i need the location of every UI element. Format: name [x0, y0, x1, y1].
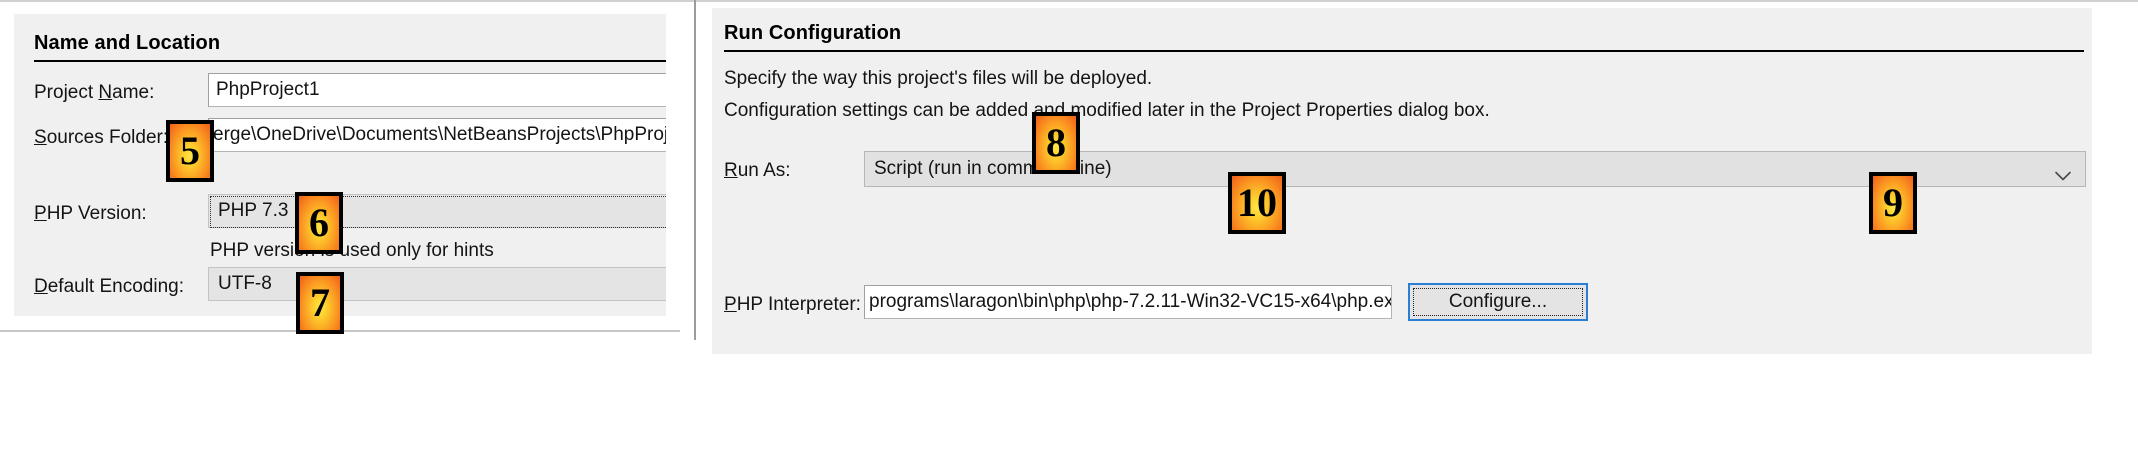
php-interpreter-input[interactable]: programs\laragon\bin\php\php-7.2.11-Win3… — [864, 285, 1392, 319]
php-version-label: PHP Version: — [34, 203, 147, 224]
annotation-badge-9: 9 — [1869, 172, 1917, 234]
annotation-badge-10: 10 — [1228, 172, 1286, 234]
configure-button-label: Configure... — [1448, 291, 1548, 312]
php-version-hint: PHP version is used only for hints — [210, 240, 494, 261]
annotation-badge-7: 7 — [296, 272, 344, 334]
project-name-input[interactable]: PhpProject1 — [208, 73, 666, 107]
php-interpreter-row-panel: PHP Interpreter: programs\laragon\bin\ph… — [712, 266, 2092, 354]
configure-button[interactable]: Configure... — [1408, 283, 1588, 321]
name-and-location-panel: Name and Location Project Name: PhpProje… — [14, 14, 666, 316]
annotation-badge-6: 6 — [295, 192, 343, 254]
default-encoding-label: Default Encoding: — [34, 276, 184, 297]
panel-vertical-divider — [694, 0, 696, 340]
php-version-combobox[interactable]: PHP 7.3 — [208, 194, 666, 228]
php-interpreter-label: PHP Interpreter: — [724, 294, 861, 315]
deployment-description-line-2: Configuration settings can be added and … — [724, 100, 1490, 121]
deployment-description-line-1: Specify the way this project's files wil… — [724, 68, 1153, 89]
run-as-label: Run As: — [724, 160, 791, 181]
annotation-badge-8: 8 — [1032, 112, 1080, 174]
top-divider-rule — [0, 0, 2138, 2]
run-configuration-heading: Run Configuration — [724, 22, 902, 44]
annotation-badge-5: 5 — [166, 120, 214, 182]
name-and-location-heading-underline — [34, 60, 666, 62]
name-and-location-heading: Name and Location — [34, 32, 221, 54]
sources-folder-label: Sources Folder: — [34, 127, 169, 148]
configure-button-focus-rect — [1413, 288, 1583, 316]
default-encoding-combobox[interactable]: UTF-8 — [208, 267, 666, 301]
chevron-down-icon — [2055, 165, 2071, 181]
sources-folder-input[interactable]: erge\OneDrive\Documents\NetBeansProjects… — [208, 118, 666, 152]
run-configuration-heading-underline — [724, 50, 2084, 52]
project-name-label: Project Name: — [34, 82, 155, 103]
